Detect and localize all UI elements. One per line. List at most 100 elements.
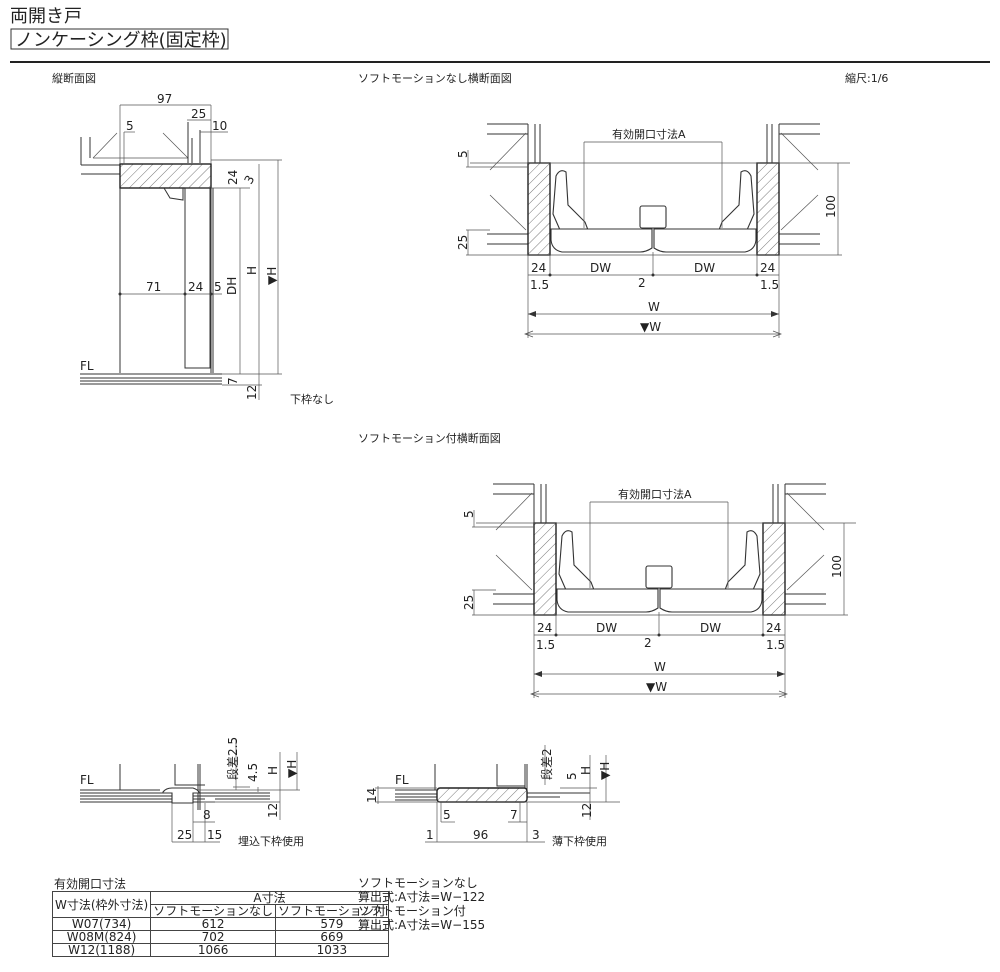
thin-sill-detail: FL 14 段差2 5 H ▼H 12 5 7 1 96 3 薄下枠使用 [365,745,620,848]
opening-table: W寸法(枠外寸法) A寸法 ソフトモーションなし ソフトモーション付 W07(7… [51,891,389,957]
col-a2-header: ソフトモーション付 [275,904,389,918]
dim-24: 24 [226,170,240,185]
formula-label-no-soft: ソフトモーションなし [358,876,478,890]
section-title: ソフトモーション付横断面図 [358,431,501,445]
dim-5: 5 [462,510,476,518]
dim-24-left: 24 [537,621,552,635]
dim-5: 5 [126,119,134,133]
page-subtitle: ノンケーシング枠(固定枠) [15,30,227,51]
dim-vH: ▼H [598,762,612,780]
floor-level-label: FL [395,773,409,787]
cell-w: W07(734) [51,917,152,931]
dim-1-5-right: 1.5 [766,638,785,652]
dim-12: 12 [266,803,280,818]
embedded-sill [162,787,200,804]
cell-a1: 1066 [150,943,276,957]
cell-a2: 669 [275,930,389,944]
dim-5b: 5 [443,808,451,822]
subtitle-box [10,28,229,50]
table-row: W07(734) 612 579 [51,917,389,931]
section-soft: ソフトモーション付横断面図 有効開口寸法A 5 25 100 [358,431,856,698]
dim-24-left: 24 [531,261,546,275]
door-leaf-left [550,228,653,253]
dim-24-right: 24 [760,261,775,275]
dim-15: 15 [207,828,222,842]
formulas: ソフトモーションなし 算出式:A寸法=W−122 ソフトモーション付 算出式:A… [358,876,485,932]
soft-motion-left [552,170,589,231]
handle [639,205,667,229]
dim-5b: 5 [214,280,222,294]
dim-100: 100 [830,555,844,578]
scale-label: 縮尺:1/6 [845,71,888,85]
dim-vW: ▼W [640,320,661,334]
section-title: ソフトモーションなし横断面図 [358,71,512,85]
dim-A: 有効開口寸法A [612,127,686,141]
dim-A: 有効開口寸法A [618,487,692,501]
cell-w: W08M(824) [51,930,152,944]
floor-level-label: FL [80,773,94,787]
section-no-soft: ソフトモーションなし横断面図 有効開口寸法A 5 25 100 [358,71,850,338]
dim-10: 10 [212,119,227,133]
dim-25: 25 [462,595,476,610]
dim-8: 8 [203,808,211,822]
dim-1-5-left: 1.5 [536,638,555,652]
cell-w: W12(1188) [51,943,152,957]
head-frame [119,163,212,189]
dim-1: 1 [426,828,434,842]
floor-level-label: FL [80,359,94,373]
door-leaf-left [556,588,659,613]
jamb-right [756,162,780,256]
dim-vH: ▼H [265,267,279,285]
soft-motion-left [558,530,595,591]
dim-DW-left: DW [596,621,617,635]
dim-5: 5 [456,150,470,158]
dim-25: 25 [191,107,206,121]
table-caption: 有効開口寸法 [54,877,127,891]
jamb-left [527,162,551,256]
embedded-sill-note: 埋込下枠使用 [238,834,304,848]
door-leaf-right [653,228,757,253]
dim-25: 25 [456,235,470,250]
col-a-header: A寸法 [150,891,389,905]
dim-DW-left: DW [590,261,611,275]
dim-7: 7 [510,808,518,822]
dim-DH: DH [225,277,239,295]
cell-a1: 612 [150,917,276,931]
col-a1-header: ソフトモーションなし [150,904,276,918]
dim-W: W [648,300,660,314]
dim-25: 25 [177,828,192,842]
vertical-section-title: 縦断面図 [52,71,96,85]
dim-7: 7 [226,377,240,385]
dim-1-5-right: 1.5 [760,278,779,292]
dim-12: 12 [245,385,259,400]
dim-5: 5 [565,772,579,780]
dim-1-5-left: 1.5 [530,278,549,292]
dim-14: 14 [365,788,379,803]
col-w-header: W寸法(枠外寸法) [51,891,152,918]
dim-W: W [654,660,666,674]
dim-4-5: 4.5 [246,763,260,782]
cell-a1: 702 [150,930,276,944]
dim-H: H [266,766,280,775]
dim-DW-right: DW [694,261,715,275]
table-row: W12(1188) 1066 1033 [51,943,389,957]
dim-24-right: 24 [766,621,781,635]
dim-71: 71 [146,280,161,294]
page-title: 両開き戸 [10,6,82,27]
dim-24b: 24 [188,280,203,294]
dim-vW: ▼W [646,680,667,694]
soft-motion-right [718,170,755,231]
formula-soft: 算出式:A寸法=W−155 [358,918,486,932]
dim-H: H [245,266,259,275]
thin-sill-note: 薄下枠使用 [552,834,607,848]
handle [645,565,673,589]
dim-3: 3 [241,173,257,187]
dim-2: 2 [644,636,652,650]
cell-a2: 1033 [275,943,389,957]
soft-motion-right [724,530,761,591]
dim-12: 12 [580,803,594,818]
formula-no-soft: 算出式:A寸法=W−122 [358,890,486,904]
dim-2: 2 [638,276,646,290]
formula-label-soft: ソフトモーション付 [358,904,466,918]
